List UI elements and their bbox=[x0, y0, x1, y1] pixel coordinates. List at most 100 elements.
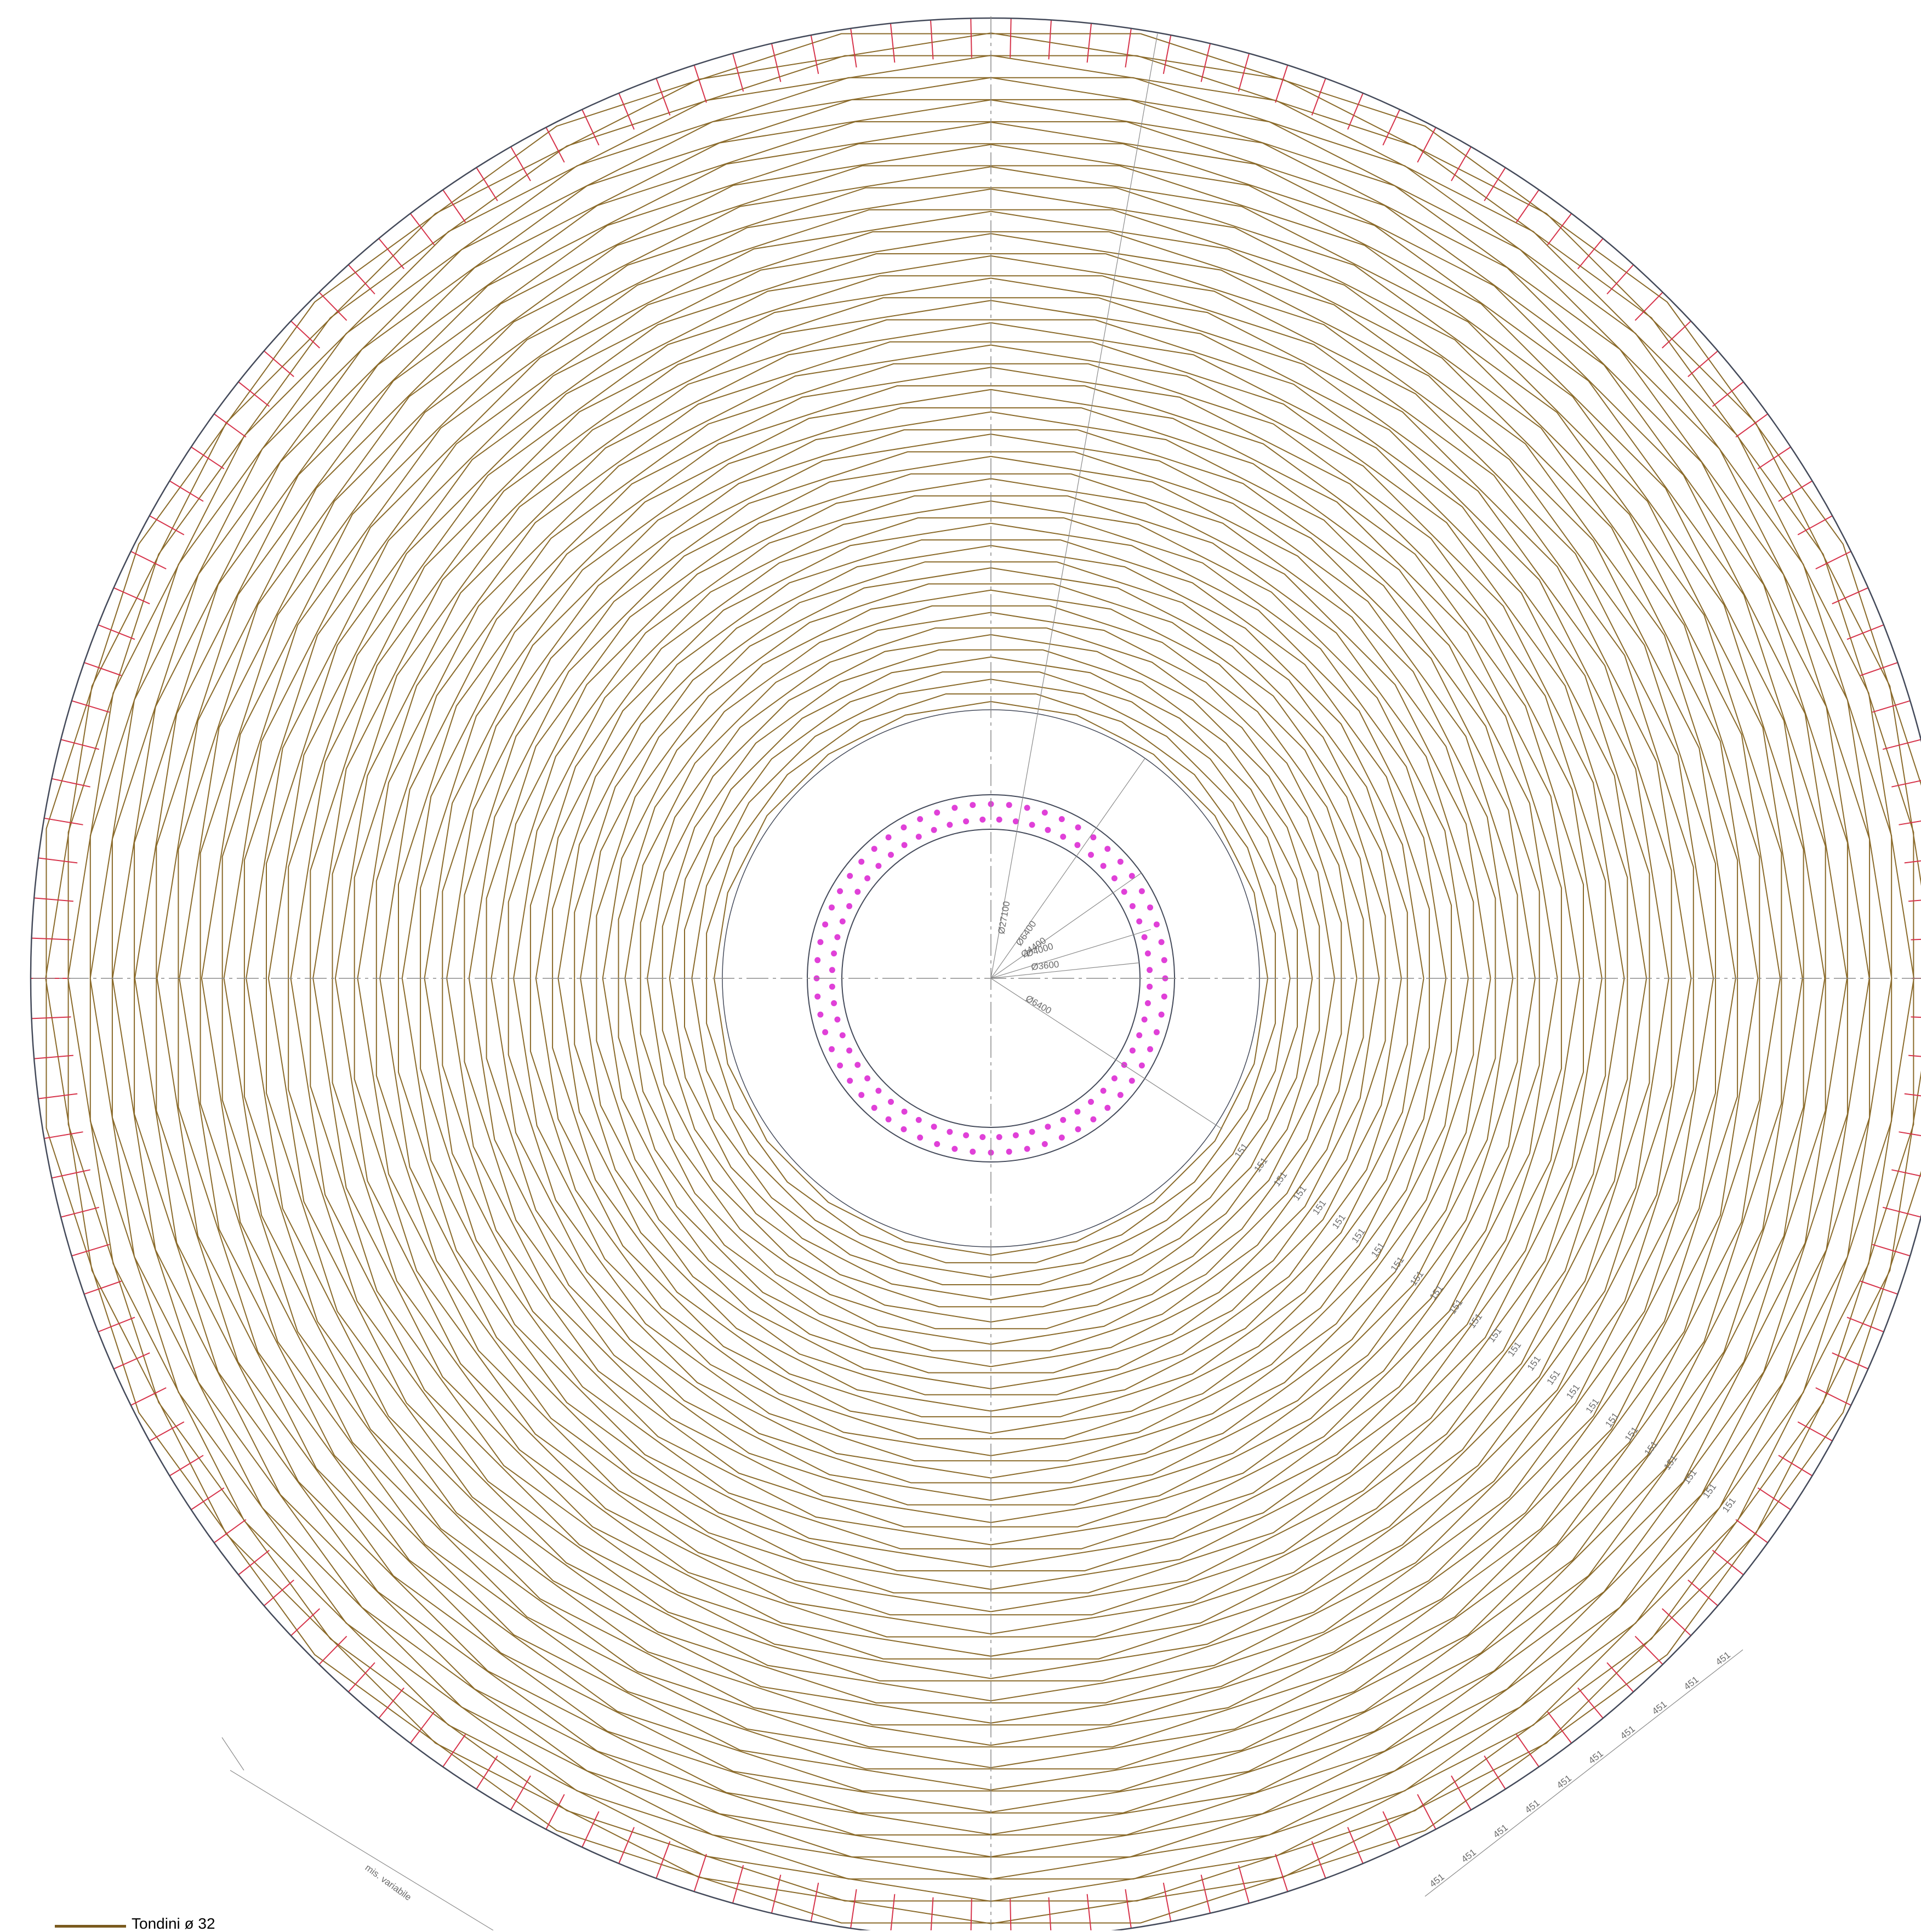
anchor-bolt bbox=[875, 863, 881, 869]
anchor-bolt bbox=[1142, 934, 1148, 940]
legend: Tondini ø 32 bbox=[55, 1917, 215, 1930]
anchor-bolt bbox=[1136, 1032, 1142, 1038]
anchor-bolt bbox=[963, 1132, 969, 1138]
anchor-bolt bbox=[829, 904, 835, 910]
spacing-label: 151 bbox=[1720, 1496, 1738, 1514]
anchor-bolt bbox=[847, 1078, 853, 1084]
stirrup-tick bbox=[1348, 1827, 1363, 1863]
anchor-bolt bbox=[1006, 802, 1012, 808]
anchor-bolt bbox=[854, 1062, 860, 1068]
spacing-label: 151 bbox=[1408, 1269, 1426, 1287]
anchor-bolt bbox=[1074, 1109, 1080, 1115]
outer-spacing-label: 451 bbox=[1428, 1872, 1446, 1889]
anchor-bolt bbox=[1075, 1126, 1081, 1132]
stirrup-tick bbox=[1908, 898, 1921, 901]
stirrup-tick bbox=[476, 1756, 498, 1789]
anchor-bolt bbox=[1111, 875, 1118, 881]
stirrup-tick bbox=[476, 168, 498, 201]
rebar-legend-swatch bbox=[55, 1925, 126, 1928]
stirrup-tick bbox=[1816, 1388, 1851, 1405]
anchor-bolt bbox=[1042, 810, 1048, 816]
diameter-label-3600: Ø3600 bbox=[1030, 959, 1059, 972]
anchor-bolt bbox=[829, 967, 835, 973]
stirrup-tick bbox=[1911, 938, 1921, 940]
stirrup-tick bbox=[114, 588, 150, 603]
stirrup-tick bbox=[1010, 1899, 1011, 1930]
spacing-label: 151 bbox=[1389, 1255, 1406, 1273]
anchor-bolt bbox=[1101, 863, 1107, 869]
stirrup-tick bbox=[1164, 1883, 1171, 1922]
outer-spacing-label: 451 bbox=[1555, 1773, 1574, 1791]
stirrup-tick bbox=[971, 18, 972, 58]
anchor-bolt bbox=[931, 1124, 937, 1130]
anchor-bolt bbox=[1045, 1124, 1051, 1130]
anchor-bolt bbox=[917, 1135, 923, 1141]
stirrup-tick bbox=[1484, 168, 1506, 201]
stirrup-tick bbox=[1087, 24, 1092, 63]
stirrup-tick bbox=[264, 351, 294, 377]
stirrup-tick bbox=[1832, 1353, 1868, 1369]
anchor-bolt bbox=[902, 1109, 908, 1115]
anchor-bolt bbox=[1161, 957, 1167, 963]
stirrup-tick bbox=[891, 1894, 895, 1930]
spacing-label: 151 bbox=[1701, 1481, 1718, 1500]
anchor-bolt bbox=[1139, 1063, 1145, 1069]
stirrup-tick bbox=[1417, 1794, 1435, 1830]
stirrup-tick bbox=[1010, 18, 1011, 58]
stirrup-tick bbox=[1911, 1017, 1921, 1018]
stirrup-tick bbox=[1883, 739, 1921, 749]
anchor-bolt bbox=[934, 1141, 940, 1147]
spacing-label: 151 bbox=[1603, 1411, 1621, 1429]
anchor-bolt bbox=[996, 817, 1002, 823]
anchor-bolt bbox=[1029, 1129, 1035, 1135]
stirrup-tick bbox=[44, 1132, 83, 1138]
spacing-label: 151 bbox=[1349, 1227, 1367, 1245]
stirrup-tick bbox=[931, 20, 933, 60]
anchor-bolt bbox=[1154, 921, 1160, 927]
anchor-bolt bbox=[1059, 816, 1065, 822]
anchor-bolt bbox=[837, 888, 843, 894]
stirrup-tick bbox=[811, 35, 819, 74]
diameter-leader bbox=[991, 34, 1158, 978]
stirrup-tick bbox=[150, 516, 184, 535]
spacing-label: 151 bbox=[1525, 1354, 1543, 1372]
stirrup-tick bbox=[169, 1455, 203, 1475]
anchor-bolt bbox=[840, 919, 846, 925]
outer-spacing-label: 451 bbox=[1650, 1699, 1669, 1717]
anchor-bolt bbox=[1145, 1000, 1151, 1006]
stirrup-tick bbox=[1201, 1875, 1211, 1913]
stirrup-tick bbox=[131, 1388, 167, 1405]
stirrup-tick bbox=[32, 938, 71, 940]
spacing-label: 151 bbox=[1642, 1439, 1660, 1458]
anchor-bolt bbox=[831, 950, 837, 956]
stirrup-tick bbox=[619, 1827, 634, 1863]
outer-spacing-label: 451 bbox=[1618, 1724, 1637, 1741]
anchor-bolt bbox=[934, 810, 940, 816]
stirrup-tick bbox=[1607, 1663, 1633, 1692]
anchor-bolt bbox=[1104, 1105, 1110, 1111]
stirrup-tick bbox=[1908, 1056, 1921, 1059]
anchor-bolt bbox=[846, 903, 852, 909]
anchor-bolt bbox=[817, 939, 823, 945]
anchor-bolt bbox=[858, 859, 864, 865]
anchor-bolt bbox=[837, 1063, 843, 1069]
stirrup-tick bbox=[694, 1854, 706, 1892]
stirrup-tick bbox=[150, 1422, 184, 1441]
outer-spacing-label: 451 bbox=[1587, 1748, 1605, 1766]
anchor-bolt bbox=[1059, 1135, 1065, 1141]
anchor-bolt bbox=[847, 873, 853, 879]
stirrup-tick bbox=[1578, 238, 1603, 269]
anchor-bolt bbox=[1145, 950, 1151, 956]
stirrup-tick bbox=[694, 65, 706, 103]
stirrup-tick bbox=[1798, 516, 1832, 535]
stirrup-tick bbox=[32, 1017, 71, 1018]
anchor-bolt bbox=[888, 1099, 894, 1105]
stirrup-tick bbox=[1275, 65, 1287, 103]
diameter-leader bbox=[991, 963, 1139, 978]
anchor-bolt bbox=[970, 1149, 976, 1155]
stirrup-tick bbox=[1798, 1422, 1832, 1441]
outer-spacing-label: 451 bbox=[1682, 1674, 1701, 1692]
anchor-bolt bbox=[996, 1134, 1002, 1140]
anchor-bolt bbox=[1130, 1047, 1136, 1053]
stirrup-tick bbox=[1417, 127, 1435, 162]
